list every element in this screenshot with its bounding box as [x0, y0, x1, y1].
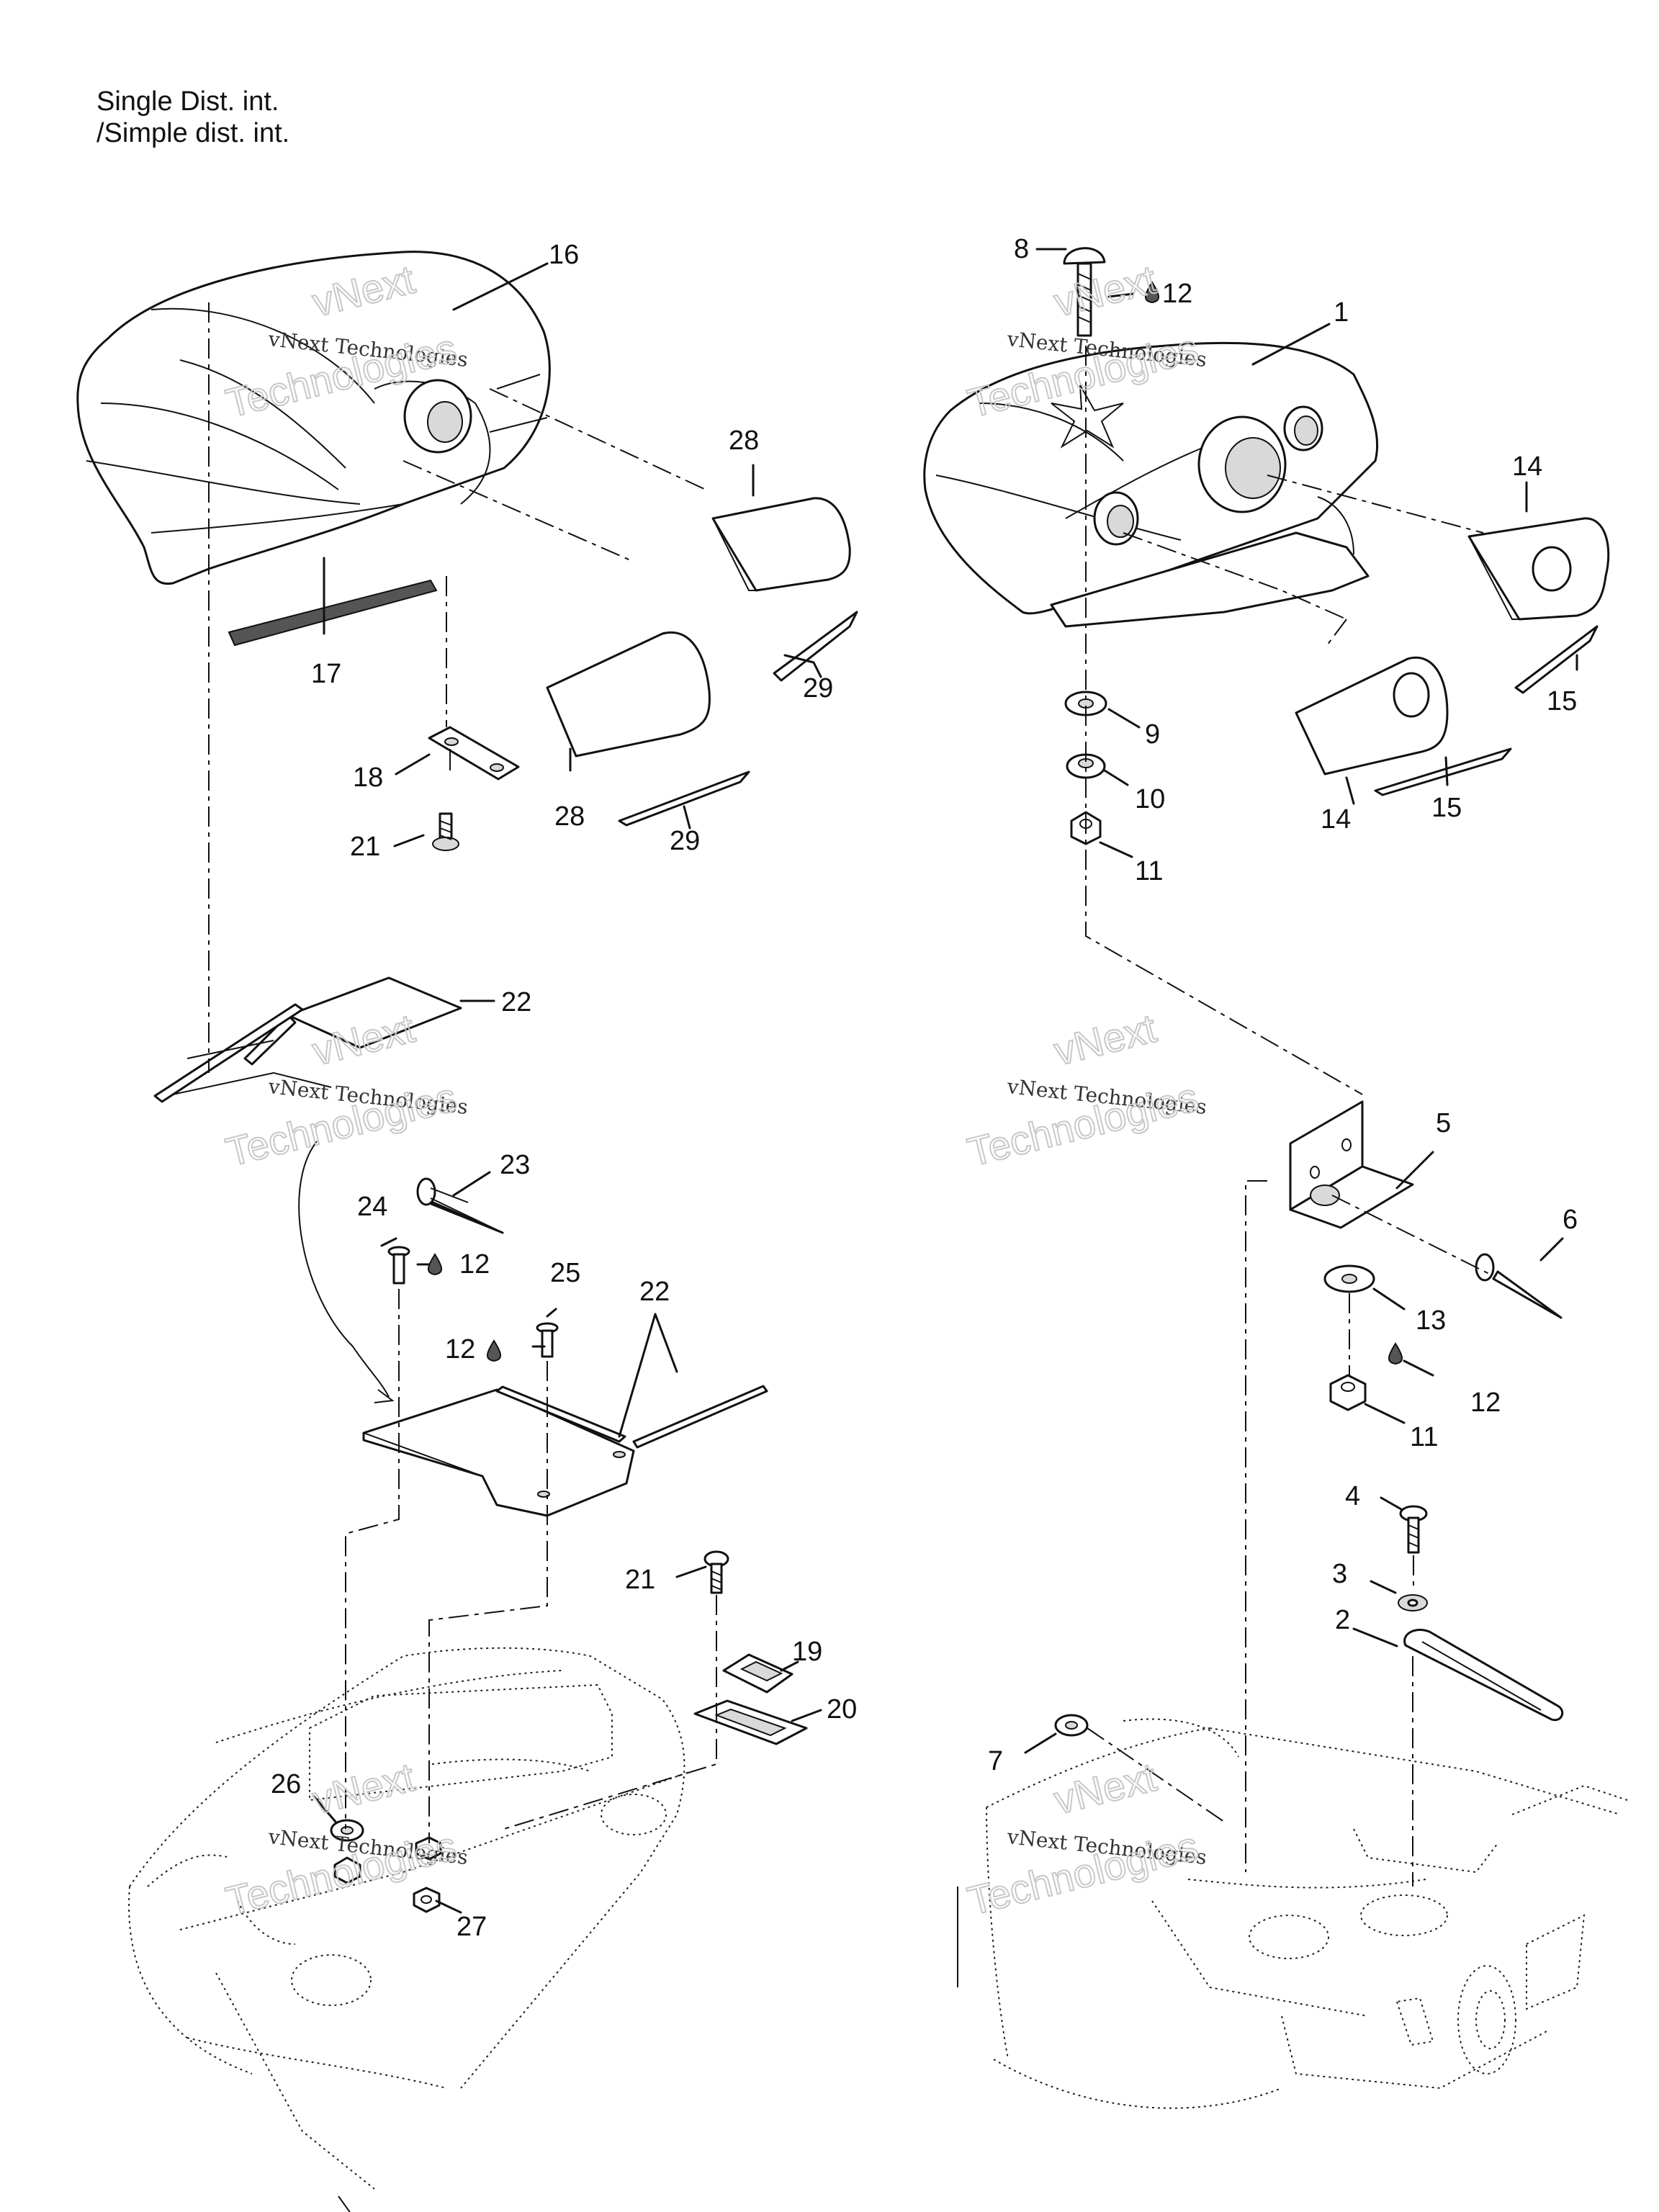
watermark-lower-right: vNext vNext Technologies Technologies — [963, 1753, 1208, 1925]
callout-20: 20 — [827, 1694, 857, 1725]
part-25-screw — [536, 1322, 559, 1358]
part-1-console-housing — [923, 341, 1379, 628]
callout-27: 27 — [457, 1912, 487, 1942]
callout-25: 25 — [550, 1258, 580, 1288]
part-2-strap — [1403, 1628, 1564, 1722]
part-22-mounting-plate-upper — [153, 976, 462, 1103]
callout-16: 16 — [549, 240, 579, 270]
part-14-cover-upper — [1467, 517, 1610, 621]
callout-13: 13 — [1416, 1305, 1446, 1336]
oil-drop-icons — [428, 281, 1403, 1365]
callout-21-lower: 21 — [625, 1565, 655, 1595]
callout-9: 9 — [1145, 719, 1160, 750]
part-5-bracket — [1289, 1100, 1414, 1229]
diagram-title-line-2: /Simple dist. int. — [96, 118, 290, 148]
part-19-latch — [722, 1653, 793, 1694]
diagram-title-line-1: Single Dist. int. — [96, 86, 279, 117]
right-assembly-lines — [1085, 346, 1491, 1887]
part-15-seal-lower — [1374, 747, 1512, 796]
svg-text:vNext: vNext — [308, 1754, 420, 1823]
part-8-bolt — [1063, 247, 1106, 337]
callout-numbers: 16 17 28 29 29 28 18 21 22 23 24 12 25 1… — [271, 234, 1578, 1942]
callout-1: 1 — [1334, 297, 1349, 328]
callout-15-upper: 15 — [1547, 686, 1577, 716]
part-23-rivet — [416, 1177, 504, 1234]
part-nut-left — [333, 1856, 361, 1884]
part-13-washer — [1323, 1264, 1375, 1293]
part-11-nut-lower — [1329, 1374, 1367, 1411]
part-26-washer — [330, 1819, 364, 1842]
callout-24: 24 — [357, 1192, 387, 1222]
part-27-nut — [413, 1887, 441, 1913]
callout-28-lower: 28 — [554, 801, 585, 832]
part-20-plate — [693, 1699, 808, 1745]
callout-18: 18 — [353, 763, 383, 793]
callout-10: 10 — [1135, 784, 1165, 814]
right-vehicle-body-outline — [957, 1718, 1628, 2109]
callout-12-right-b: 12 — [1470, 1388, 1501, 1418]
part-3-washer — [1398, 1594, 1428, 1611]
callout-6: 6 — [1563, 1205, 1578, 1235]
callout-2: 2 — [1335, 1605, 1350, 1635]
callout-23: 23 — [500, 1150, 530, 1180]
callout-19: 19 — [792, 1637, 822, 1667]
part-18-bracket — [428, 726, 520, 781]
oil-drop-icon — [428, 1253, 442, 1276]
callout-4: 4 — [1345, 1481, 1360, 1511]
part-17-trim-strip — [228, 579, 438, 647]
callout-11-upper: 11 — [1135, 856, 1163, 886]
svg-text:vNext: vNext — [1050, 1754, 1161, 1823]
callout-15-lower: 15 — [1431, 793, 1462, 823]
part-15-seal-upper — [1514, 625, 1599, 694]
oil-drop-icon — [1145, 281, 1159, 304]
part-28-lower-cover — [546, 631, 711, 757]
callout-22-lower: 22 — [639, 1277, 670, 1307]
callout-14-upper: 14 — [1512, 451, 1542, 482]
callout-17-label: 17 — [311, 659, 341, 689]
left-assembly-lines — [208, 302, 717, 1843]
callout-7: 7 — [988, 1746, 1003, 1776]
callout-26: 26 — [271, 1769, 301, 1799]
part-4-screw — [1399, 1505, 1428, 1554]
oil-drop-icon — [1388, 1342, 1403, 1365]
callout-leader-lines — [313, 248, 1578, 1914]
part-29-seal-lower — [618, 770, 750, 827]
callout-5: 5 — [1436, 1108, 1451, 1138]
part-29-seal-upper — [773, 611, 858, 682]
part-6-rivet — [1475, 1253, 1563, 1319]
left-vehicle-body-outline — [128, 1647, 692, 2212]
part-14-cover-lower — [1295, 656, 1449, 775]
callout-12-left-a: 12 — [459, 1249, 490, 1280]
part-21-screw-lower — [703, 1550, 729, 1594]
svg-text:vNext: vNext — [1050, 1005, 1161, 1074]
part-22-mounting-plate-lower — [362, 1385, 768, 1517]
callout-3: 3 — [1332, 1559, 1347, 1589]
callout-12-right-a: 12 — [1162, 279, 1192, 309]
part-7-washer — [1054, 1714, 1089, 1737]
callout-11-lower: 11 — [1410, 1422, 1438, 1452]
part-28-upper-cover — [711, 497, 851, 592]
part-24-screw — [387, 1246, 410, 1285]
part-21-screw-upper — [432, 812, 459, 851]
svg-text:vNext: vNext — [1050, 256, 1161, 325]
callout-21-upper: 21 — [350, 832, 380, 862]
watermark-middle-right: vNext vNext Technologies Technologies — [963, 1004, 1208, 1176]
callout-12-left-b: 12 — [445, 1334, 475, 1364]
part-9-washer — [1064, 691, 1107, 716]
callout-22-upper: 22 — [501, 987, 531, 1017]
oil-drop-icon — [487, 1339, 501, 1362]
callout-29-lower: 29 — [670, 826, 700, 856]
callout-29-upper: 29 — [803, 673, 833, 703]
callout-14-lower: 14 — [1321, 804, 1351, 835]
part-16-console-housing — [76, 251, 551, 585]
callout-28-upper: 28 — [729, 426, 759, 456]
callout-8: 8 — [1014, 234, 1029, 264]
